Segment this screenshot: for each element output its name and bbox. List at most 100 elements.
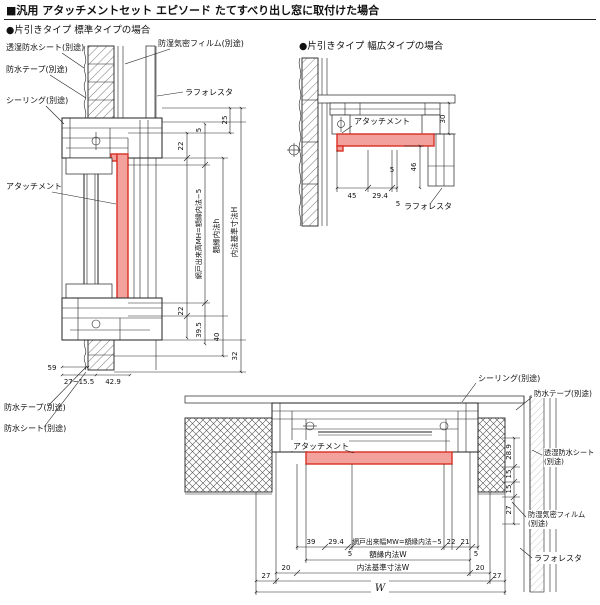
dim-27-right: 27 bbox=[493, 572, 502, 580]
screw-icon bbox=[439, 421, 449, 431]
attachment-bar-wide bbox=[336, 133, 435, 147]
waterproof-sheet-line bbox=[83, 45, 87, 119]
head-frame bbox=[61, 117, 163, 159]
leader-line bbox=[124, 48, 171, 65]
leader-line bbox=[156, 91, 184, 97]
attachment-bar-plan bbox=[305, 451, 453, 465]
label-waterproof-tape-bottom: 防水テープ(別途) bbox=[4, 402, 66, 412]
sill-bottom-dimensions: 59 27~15.5 42.9 bbox=[48, 364, 132, 386]
dim-standard-width: 内法基準寸法W bbox=[357, 562, 410, 572]
wide-type-section-label: ●片引きタイプ 幅広タイプの場合 bbox=[299, 40, 444, 52]
vertical-section-labels: 透湿防水シート(別途) 防湿気密フィルム(別途) 防水テープ(別途) シーリング… bbox=[4, 38, 244, 433]
dim-27v: 27 bbox=[505, 506, 513, 515]
laforesta-trim-band bbox=[317, 94, 456, 104]
dim-screen-width: 網戸出来幅MW=額縁内法−5 bbox=[352, 537, 441, 546]
dim-20-right: 20 bbox=[476, 564, 485, 572]
dim-5b: 5 bbox=[390, 166, 394, 174]
dim-20-left: 20 bbox=[282, 564, 291, 572]
dim-15b: 15 bbox=[505, 485, 513, 494]
wide-dimensions: 45 29.4 5 5 30 46 bbox=[335, 101, 456, 208]
dim-28-9: 28.9 bbox=[505, 444, 513, 460]
dim-29-4: 29.4 bbox=[372, 192, 388, 200]
label-breathable-sheet: 透湿防水シート(別途) bbox=[6, 42, 84, 52]
dim-30: 30 bbox=[439, 115, 447, 124]
dim-5r: 5 bbox=[474, 550, 478, 558]
attachment-bar-vertical bbox=[116, 153, 129, 317]
dim-42-9: 42.9 bbox=[105, 378, 121, 386]
label-vapor-film: 防湿気密フィルム(別途) bbox=[158, 38, 244, 48]
plan-bottom-dimensions: 39 29.4 5 網戸出来幅MW=額縁内法−5 22 21 5 額縁内法W 2… bbox=[254, 452, 507, 595]
label-attachment: アタッチメント bbox=[354, 117, 410, 126]
leader-line bbox=[531, 449, 543, 456]
dim-5a: 5 bbox=[396, 200, 400, 208]
label-sealing: シーリング(別途) bbox=[478, 373, 540, 383]
wide-type-drawing: 45 29.4 5 5 30 46 アタッチメント ラフォレスタ bbox=[287, 57, 456, 227]
dim-32: 32 bbox=[231, 352, 239, 361]
label-waterproof-tape: 防水テープ(別途) bbox=[534, 388, 592, 398]
label-breathable-sheet: 透湿防水シート(別途) bbox=[544, 448, 598, 467]
wide-labels: アタッチメント ラフォレスタ bbox=[341, 117, 452, 211]
dim-5l: 5 bbox=[348, 550, 352, 558]
dim-15a: 15 bbox=[505, 470, 513, 479]
label-waterproof-sheet-bottom: 防水シート(別途) bbox=[4, 423, 66, 433]
dim-22-bottom: 22 bbox=[177, 307, 185, 316]
dim-45: 45 bbox=[348, 192, 357, 200]
dim-standard-height: 内法基準寸法H bbox=[229, 207, 239, 258]
dim-27-left: 27 bbox=[262, 572, 271, 580]
leader-line bbox=[344, 449, 355, 454]
label-waterproof-tape-top: 防水テープ(別途) bbox=[6, 64, 68, 74]
laforesta-trim-top bbox=[145, 45, 156, 121]
laforesta-trim-band bbox=[184, 395, 525, 404]
dim-W: W bbox=[375, 583, 386, 594]
leader-line bbox=[51, 191, 117, 205]
leader-line bbox=[341, 125, 353, 134]
label-attachment: アタッチメント bbox=[293, 442, 349, 451]
waterproof-sheet-line bbox=[83, 339, 87, 371]
dim-25: 25 bbox=[221, 116, 229, 125]
dim-46: 46 bbox=[410, 162, 418, 171]
leader-line bbox=[61, 52, 85, 69]
dim-frame-inner-width: 額縁内法W bbox=[369, 549, 407, 559]
label-vapor-film: 防湿気密フィルム(別途) bbox=[528, 510, 586, 529]
dim-screen-height: 網戸出来高MH=額縁内法−5 bbox=[194, 189, 203, 280]
dim-frame-inner-height: 額縁内法h bbox=[211, 218, 221, 253]
screw-icon bbox=[91, 319, 101, 329]
label-laforesta: ラフォレスタ bbox=[185, 88, 233, 97]
label-sealing: シーリング(別途) bbox=[6, 95, 68, 105]
standard-type-section-label: ●片引きタイプ 標準タイプの場合 bbox=[6, 24, 151, 36]
leader-line bbox=[461, 382, 477, 403]
dim-27-15-5: 27~15.5 bbox=[64, 378, 94, 386]
sill-frame bbox=[61, 297, 163, 341]
vertical-dimensions: 22 5 25 網戸出来高MH=額縁内法−5 額縁内法h 内法基準寸法H 22 … bbox=[114, 106, 246, 374]
label-laforesta: ラフォレスタ bbox=[404, 202, 452, 211]
page-title: ■汎用 アタッチメントセット エピソード たてすべり出し窓に取付けた場合 bbox=[6, 3, 380, 17]
plan-labels: アタッチメント シーリング(別途) 防水テープ(別途) 透湿防水シート(別途) … bbox=[291, 372, 598, 564]
dim-40: 40 bbox=[213, 333, 221, 342]
leader-line bbox=[47, 365, 88, 407]
attachment-profile-wide bbox=[336, 133, 435, 152]
dim-22: 22 bbox=[447, 538, 456, 546]
vertical-section-drawing: 22 5 25 網戸出来高MH=額縁内法−5 額縁内法h 内法基準寸法H 22 … bbox=[4, 38, 246, 433]
header: ■汎用 アタッチメントセット エピソード たてすべり出し窓に取付けた場合 ●片引… bbox=[4, 3, 596, 52]
leader-line bbox=[511, 501, 527, 518]
dim-22-top: 22 bbox=[177, 142, 185, 151]
plan-section-drawing: 28.9 15 15 27 bbox=[184, 372, 598, 595]
dim-59: 59 bbox=[48, 364, 57, 372]
label-laforesta: ラフォレスタ bbox=[534, 554, 582, 563]
leader-line bbox=[49, 74, 87, 99]
waterproof-sheet-line bbox=[298, 57, 302, 227]
leader-line bbox=[43, 371, 87, 428]
wall-plan-right bbox=[477, 417, 506, 495]
sash-and-glass bbox=[61, 120, 149, 336]
leader-line bbox=[429, 187, 443, 205]
leader-line bbox=[45, 105, 65, 125]
wall-plan-left bbox=[184, 417, 273, 495]
leader-line bbox=[515, 396, 533, 411]
label-attachment: アタッチメント bbox=[6, 182, 62, 191]
dim-39: 39 bbox=[307, 538, 316, 546]
dim-21: 21 bbox=[461, 538, 470, 546]
wall-left bbox=[287, 57, 328, 227]
dim-5: 5 bbox=[195, 128, 203, 132]
dim-39-5: 39.5 bbox=[195, 322, 203, 338]
